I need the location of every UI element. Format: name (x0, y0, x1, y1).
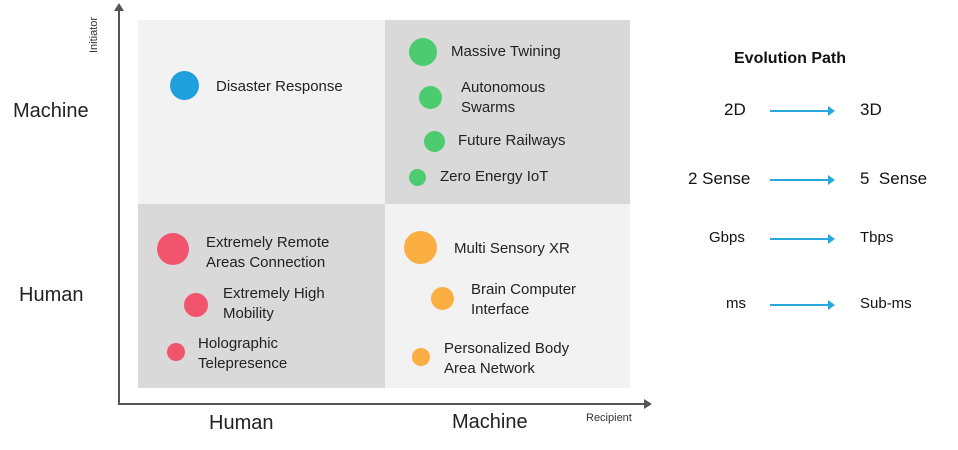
extremely-remote-areas-label: Extremely Remote Areas Connection (206, 233, 329, 273)
future-railways-label: Future Railways (458, 132, 566, 149)
y-axis-line (118, 8, 120, 404)
personalized-body-area-network-label-line1: Personalized Body (444, 340, 570, 357)
y-label-machine: Machine (13, 100, 89, 122)
personalized-body-area-network-label: Personalized Body Area Network (444, 339, 569, 379)
y-axis-arrow-icon (114, 3, 124, 11)
disaster-response-dot (170, 71, 199, 100)
evolution-row-2-to: 5 Sense (860, 169, 928, 188)
personalized-body-area-network-dot (412, 348, 430, 366)
holographic-telepresence-label: Holographic Telepresence (198, 334, 287, 374)
evolution-row-4-to: Sub-ms (860, 295, 912, 312)
evolution-row-3-to: Tbps (860, 229, 894, 246)
autonomous-swarms-label: Autonomous Swarms (461, 78, 545, 118)
multi-sensory-xr-label: Multi Sensory XR (454, 240, 570, 257)
evolution-row-4-arrow-icon (770, 300, 835, 310)
autonomous-swarms-label-line2: Swarms (461, 99, 516, 116)
evolution-row-3-from: Gbps (709, 229, 745, 246)
evolution-row-1-from: 2D (724, 100, 746, 119)
brain-computer-interface-label-line1: Brain Computer (471, 281, 577, 298)
holographic-telepresence-label-line2: Telepresence (198, 355, 288, 372)
autonomous-swarms-label-line1: Autonomous (461, 79, 546, 96)
y-axis-title: Initiator (88, 16, 100, 54)
extremely-remote-areas-label-line1: Extremely Remote (206, 234, 330, 251)
evolution-row-2-arrow-icon (770, 175, 835, 185)
multi-sensory-xr-dot (404, 231, 437, 264)
evolution-row-2-from: 2 Sense (688, 169, 751, 188)
extremely-remote-areas-dot (157, 233, 189, 265)
brain-computer-interface-label-line2: Interface (471, 301, 530, 318)
autonomous-swarms-dot (419, 86, 442, 109)
zero-energy-iot-label: Zero Energy IoT (440, 168, 549, 185)
extremely-high-mobility-label-line1: Extremely High (223, 285, 325, 302)
extremely-high-mobility-dot (184, 293, 208, 317)
personalized-body-area-network-label-line2: Area Network (444, 360, 535, 377)
x-axis-line (118, 403, 646, 405)
massive-twining-label: Massive Twining (451, 43, 561, 60)
future-railways-dot (424, 131, 445, 152)
x-axis-arrow-icon (644, 399, 652, 409)
evolution-row-1-arrow-icon (770, 106, 835, 116)
evolution-row-4-from: ms (726, 295, 746, 312)
zero-energy-iot-dot (409, 169, 426, 186)
y-label-human: Human (19, 284, 84, 306)
x-axis-title: Recipient (586, 412, 632, 424)
x-label-human: Human (209, 412, 274, 434)
holographic-telepresence-label-line1: Holographic (198, 335, 279, 352)
brain-computer-interface-label: Brain Computer Interface (471, 280, 576, 320)
extremely-high-mobility-label: Extremely High Mobility (223, 284, 325, 324)
x-label-machine: Machine (452, 411, 528, 433)
extremely-remote-areas-label-line2: Areas Connection (206, 254, 326, 271)
extremely-high-mobility-label-line2: Mobility (223, 305, 274, 322)
evolution-row-3-arrow-icon (770, 234, 835, 244)
holographic-telepresence-dot (167, 343, 185, 361)
brain-computer-interface-dot (431, 287, 454, 310)
evolution-path-title: Evolution Path (734, 50, 846, 67)
disaster-response-label: Disaster Response (216, 78, 343, 95)
evolution-row-1-to: 3D (860, 100, 882, 119)
massive-twining-dot (409, 38, 437, 66)
quadrant-machine-initiator-human-recipient (138, 20, 385, 204)
